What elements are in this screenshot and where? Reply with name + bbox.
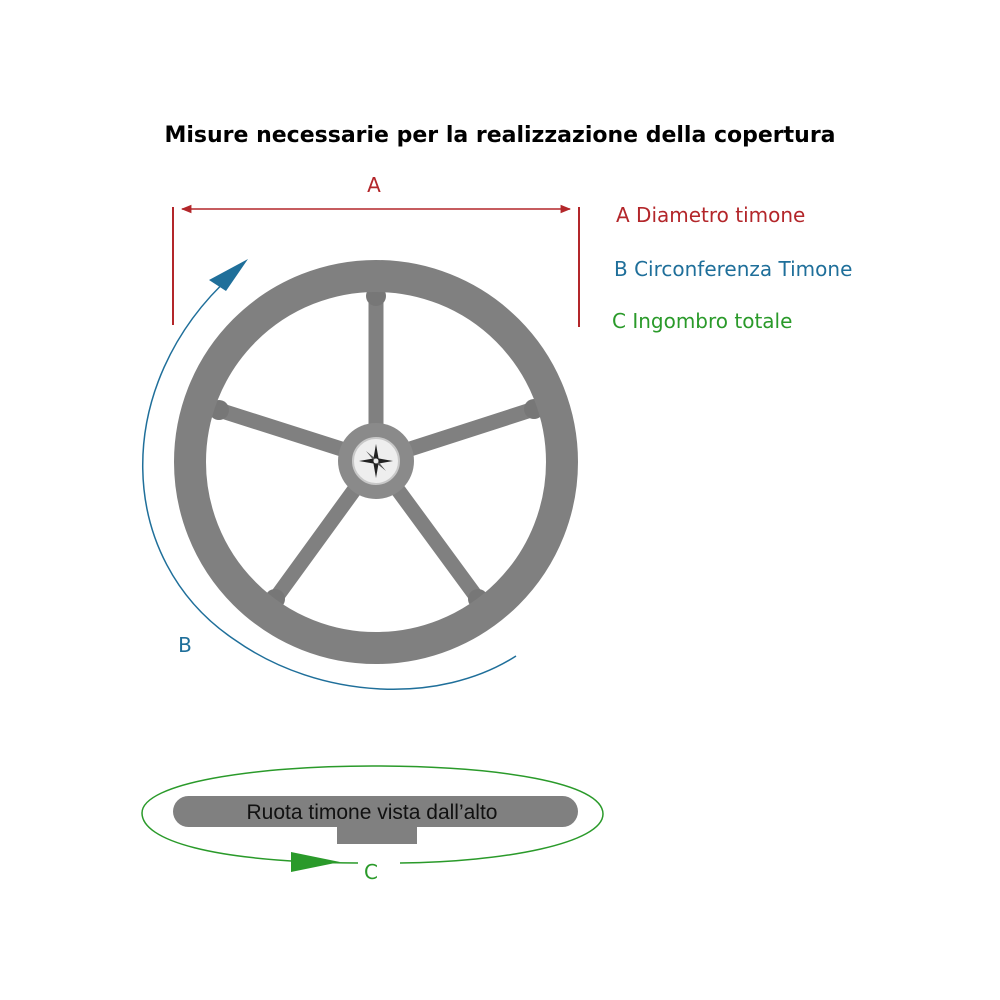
dimension-c-arrowhead (291, 852, 340, 872)
top-view-hub (337, 824, 417, 844)
compass-rose-icon (359, 444, 393, 478)
top-view-wheel-bar (173, 796, 578, 827)
legend-item-total-size: C Ingombro totale (612, 309, 792, 333)
dimension-c-ellipse (141, 765, 604, 864)
top-view-label: Ruota timone vista dall’alto (247, 801, 498, 824)
top-view: Ruota timone vista dall’alto C (141, 765, 604, 884)
dimension-b-arrowhead (209, 259, 248, 291)
dimension-c-marker: C (364, 860, 378, 884)
dimension-b-marker: B (178, 633, 192, 657)
wheel-rim (174, 260, 578, 664)
dimension-a-diameter: A (172, 173, 580, 327)
legend-item-circumference: B Circonferenza Timone (614, 257, 852, 281)
dimension-b-arc (142, 274, 517, 690)
steering-wheel (174, 260, 578, 664)
dimension-b-circumference: B (142, 259, 517, 690)
dimension-a-marker: A (367, 173, 381, 197)
legend: A Diametro timone B Circonferenza Timone… (612, 203, 852, 333)
legend-item-diameter: A Diametro timone (616, 203, 805, 227)
diagram-title: Misure necessarie per la realizzazione d… (164, 123, 835, 148)
